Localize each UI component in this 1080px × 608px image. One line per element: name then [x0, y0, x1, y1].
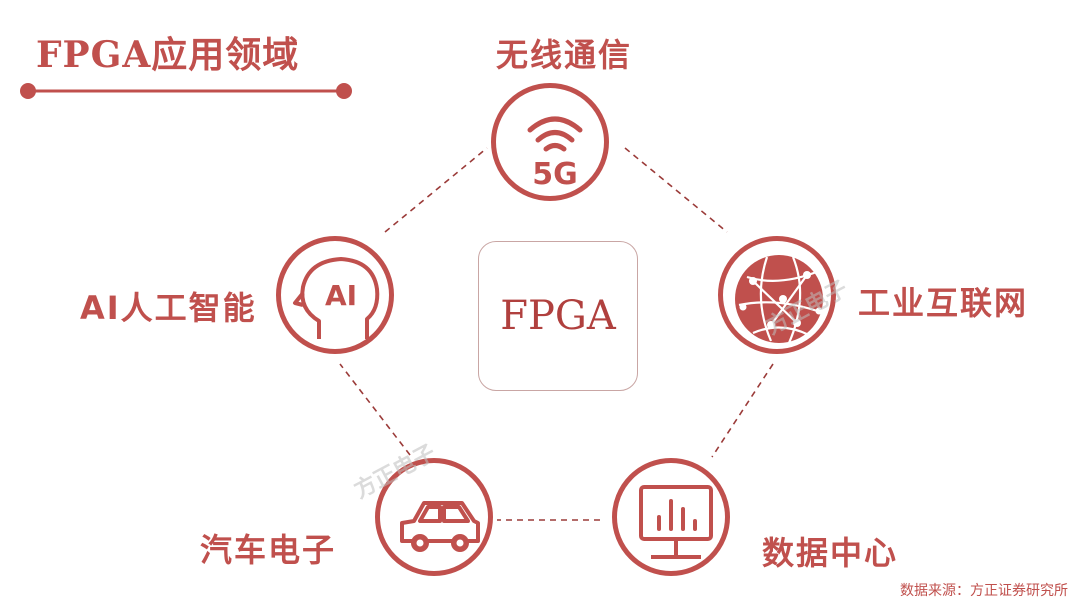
page-title: FPGA应用领域 [36, 34, 300, 76]
title-underline [20, 83, 352, 99]
node-wireless: 5G [491, 83, 609, 201]
node-label-auto: 汽车电子 [200, 531, 337, 569]
fpga-center-label: FPGA [500, 293, 616, 339]
5g-text: 5G [532, 157, 578, 192]
connector-ai-wireless [384, 147, 488, 233]
connector-iiot-datacenter [711, 363, 774, 458]
node-label-iiot: 工业互联网 [858, 284, 1029, 322]
ai-text: AI [325, 279, 357, 312]
node-iiot [718, 236, 836, 354]
connector-auto-ai [339, 363, 411, 456]
car-icon [400, 501, 480, 552]
node-ai: AI [276, 236, 394, 354]
node-auto [375, 458, 493, 576]
node-label-wireless: 无线通信 [496, 36, 633, 74]
connector-wireless-iiot [624, 147, 728, 233]
source-note: 数据来源：方正证券研究所 [900, 583, 1068, 599]
5g-signal-icon: 5G [527, 116, 583, 192]
monitor-chart-icon [639, 485, 713, 559]
node-datacenter [612, 458, 730, 576]
node-label-datacenter: 数据中心 [762, 534, 899, 572]
ai-head-icon: AI [293, 257, 380, 339]
fpga-center-box: FPGA [478, 241, 638, 391]
node-label-ai: AI人工智能 [80, 289, 257, 327]
globe-network-icon [735, 255, 824, 344]
